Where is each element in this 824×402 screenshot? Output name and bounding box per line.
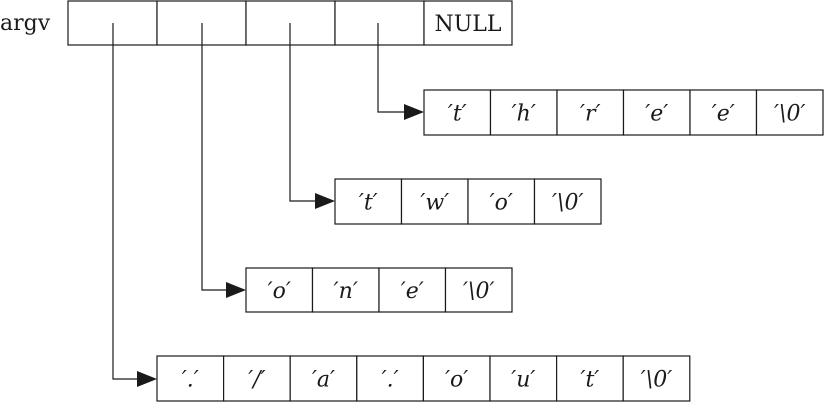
char-cell: [311, 267, 380, 313]
char-cell: [444, 267, 513, 313]
pointer-to-program: [112, 23, 137, 380]
string-two: ′t′ ′w′ ′o′ ′\0′: [334, 178, 602, 225]
string-one: ′o′ ′n′ ′e′ ′\0′: [245, 267, 513, 313]
char-cell: [533, 178, 602, 225]
char-value: ′\0′: [641, 368, 672, 393]
char-cell: [622, 89, 691, 136]
char-cell: [334, 178, 403, 225]
char-cell: [245, 267, 314, 313]
char-cell: [356, 355, 424, 402]
char-value: ′\0′: [463, 279, 494, 304]
char-value: ′n′: [334, 279, 358, 304]
char-value: ′.′: [182, 368, 199, 393]
char-value: ′w′: [420, 191, 449, 216]
pointer-to-three: [377, 23, 404, 113]
char-value: ′e′: [712, 102, 735, 127]
char-cell: [489, 89, 558, 136]
argv-label: argv: [0, 11, 51, 36]
char-cell: [467, 178, 536, 225]
char-value: ′t′: [580, 368, 599, 393]
char-cell: [422, 355, 491, 402]
pointers: [112, 23, 424, 387]
char-value: ′a′: [312, 368, 335, 393]
arrowhead-three: [404, 104, 424, 120]
char-value: ′\0′: [774, 102, 805, 127]
char-cell: [156, 355, 225, 402]
char-cell: [423, 89, 492, 136]
char-cell: [555, 355, 624, 402]
char-value: ′r′: [580, 102, 601, 127]
char-value: ′.′: [382, 368, 399, 393]
string-program: ′.′ ′/′ ′a′ ′.′ ′o′ ′u′ ′t′ ′\0′: [156, 355, 691, 402]
arrowhead-program: [137, 371, 157, 387]
char-cell: [689, 89, 758, 136]
char-cell: [223, 355, 291, 402]
null-terminator: NULL: [434, 12, 501, 37]
char-value: ′u′: [511, 368, 535, 393]
char-value: ′t′: [448, 102, 467, 127]
char-value: ′e′: [645, 102, 668, 127]
argv-slot-3: [334, 0, 425, 46]
char-value: ′e′: [401, 279, 424, 304]
char-value: ′\0′: [552, 191, 583, 216]
char-value: ′/′: [248, 368, 265, 393]
pointer-to-two: [289, 23, 315, 202]
char-cell: [378, 267, 447, 313]
argv-null-slot: [423, 0, 513, 46]
char-cell: [400, 178, 469, 225]
char-value: ′o′: [445, 368, 468, 393]
char-cell: [622, 355, 691, 402]
arrowhead-two: [315, 193, 335, 209]
string-three: ′t′ ′h′ ′r′ ′e′ ′e′ ′\0′: [423, 89, 824, 136]
char-cell: [489, 355, 558, 402]
char-value: ′h′: [512, 102, 536, 127]
pointer-to-one: [201, 23, 226, 291]
char-value: ′t′: [359, 191, 378, 216]
char-cell: [289, 355, 358, 402]
char-cell: [755, 89, 824, 136]
char-value: ′o′: [268, 279, 291, 304]
arrowhead-one: [226, 282, 246, 298]
char-value: ′o′: [490, 191, 513, 216]
